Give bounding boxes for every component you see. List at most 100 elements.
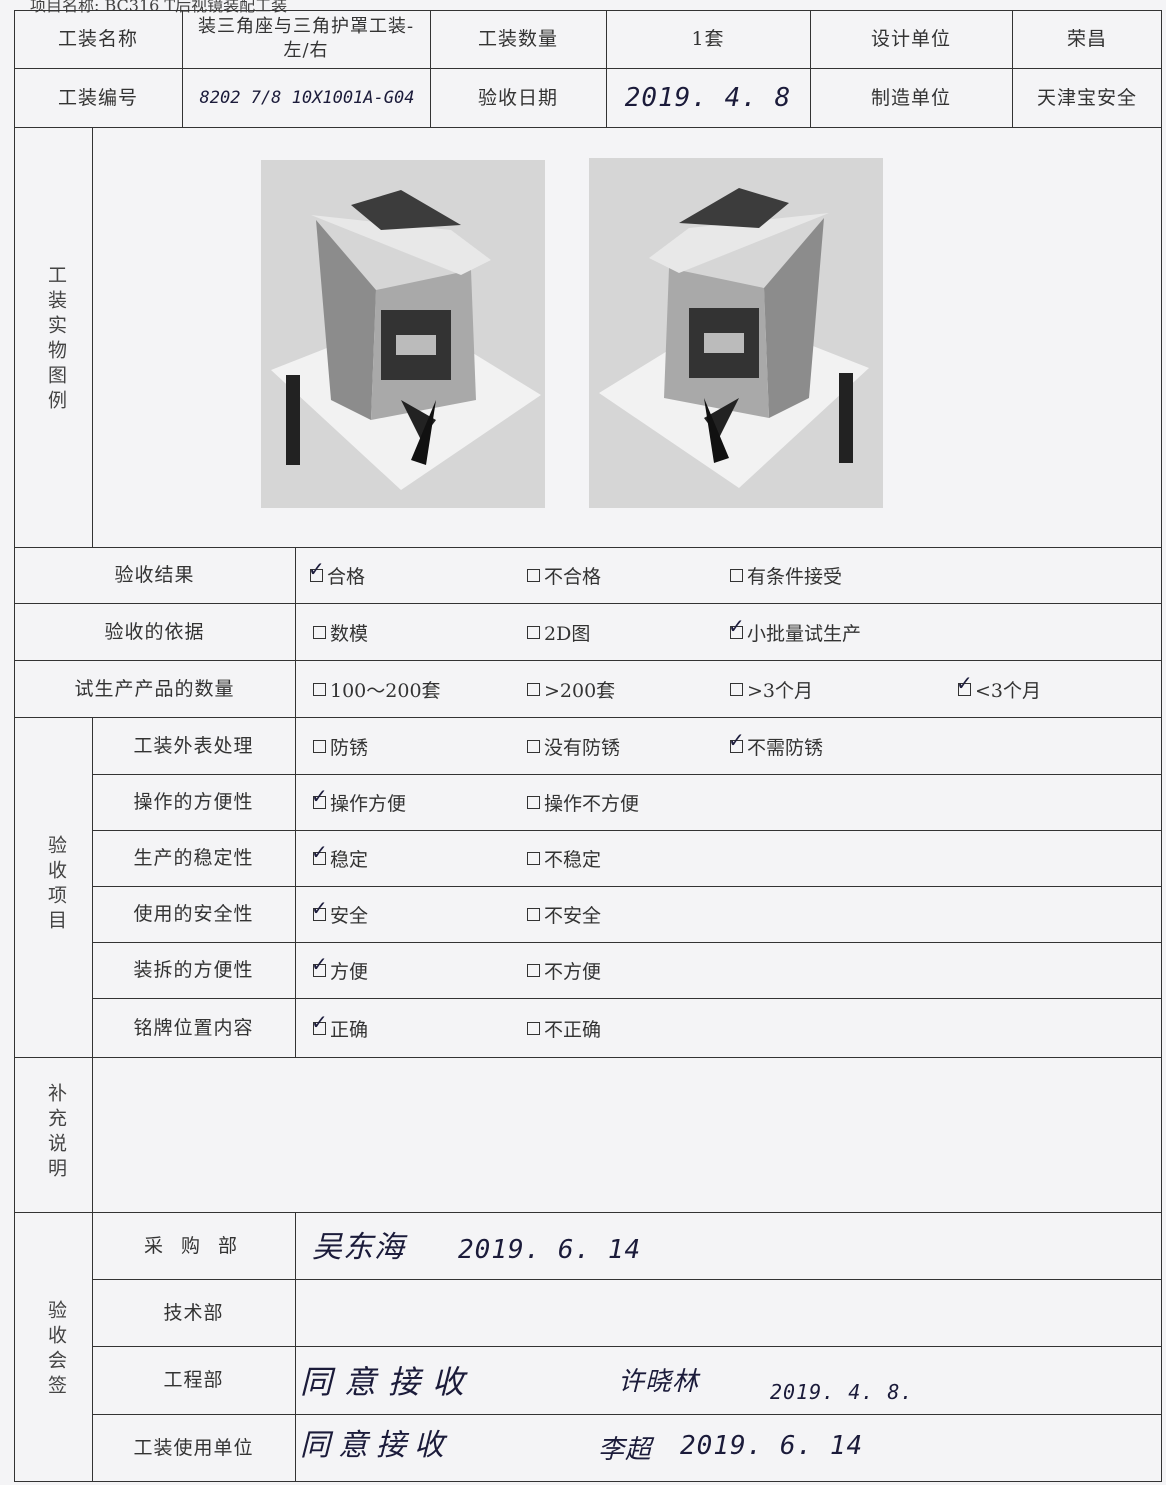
tool-name-label: 工装名称: [57, 28, 138, 50]
basis-model-text: 数模: [330, 622, 369, 645]
surface-not-needed[interactable]: 不需防锈: [728, 718, 824, 774]
surface-rust-text: 防锈: [330, 736, 369, 759]
basis-label: 验收的依据: [104, 620, 205, 643]
surface-no-rust-checkbox[interactable]: [527, 739, 540, 753]
fixture-photo-right: [589, 158, 883, 508]
supplement-field[interactable]: [96, 1060, 1158, 1208]
nameplate-correct-text: 正确: [330, 1018, 369, 1041]
qty-under-3-months[interactable]: <3个月: [956, 661, 1041, 717]
safety-safe[interactable]: 安全: [311, 886, 369, 942]
form-frame: [14, 10, 1162, 1482]
signoff-purchasing-date: 2019. 6. 14: [458, 1235, 642, 1265]
result-conditional-checkbox[interactable]: [730, 568, 743, 582]
basis-2d-checkbox[interactable]: [527, 625, 540, 639]
basis-2d[interactable]: 2D图: [527, 604, 590, 660]
result-fail[interactable]: 不合格: [527, 547, 601, 603]
item-safety-label: 使用的安全性: [133, 903, 254, 925]
surface-rust[interactable]: 防锈: [313, 718, 368, 774]
assembly-easy[interactable]: 方便: [311, 942, 369, 998]
assembly-hard-text: 不方便: [544, 960, 602, 983]
qty-over-3-months[interactable]: >3个月: [730, 661, 813, 717]
safety-safe-checkbox[interactable]: [311, 896, 328, 921]
tool-name-value: 装三角座与三角护罩工装-左/右: [197, 16, 415, 61]
item-stability-label: 生产的稳定性: [133, 847, 254, 869]
result-pass-checkbox[interactable]: [308, 557, 325, 582]
qty-100-200-text: 100～200套: [330, 679, 441, 702]
result-conditional[interactable]: 有条件接受: [730, 547, 842, 603]
result-label: 验收结果: [114, 564, 195, 586]
items-section-label: 验收项目: [45, 835, 67, 935]
safety-safe-text: 安全: [330, 904, 369, 927]
nameplate-correct-checkbox[interactable]: [311, 1010, 328, 1035]
qty-under-3-months-checkbox[interactable]: [956, 671, 973, 696]
nameplate-incorrect[interactable]: 不正确: [527, 1000, 601, 1056]
qty-over-200[interactable]: >200套: [527, 661, 615, 717]
signoff-technical-field[interactable]: [299, 1282, 1158, 1343]
qty-over-3-months-checkbox[interactable]: [730, 682, 743, 696]
operation-easy-checkbox[interactable]: [311, 784, 328, 809]
basis-model[interactable]: 数模: [313, 604, 368, 660]
operation-hard[interactable]: 操作不方便: [527, 774, 639, 830]
result-pass-text: 合格: [327, 565, 366, 588]
result-pass[interactable]: 合格: [308, 547, 366, 603]
assembly-easy-checkbox[interactable]: [311, 952, 328, 977]
stability-unstable-checkbox[interactable]: [527, 851, 540, 865]
assembly-hard[interactable]: 不方便: [527, 942, 601, 998]
surface-not-needed-checkbox[interactable]: [728, 728, 745, 753]
photo-section-label: 工装实物图例: [45, 265, 67, 415]
nameplate-incorrect-checkbox[interactable]: [527, 1021, 540, 1035]
assembly-hard-checkbox[interactable]: [527, 963, 540, 977]
nameplate-correct[interactable]: 正确: [311, 1000, 369, 1056]
project-line: 项目名称: BC316 T后视镜装配工装: [30, 0, 288, 15]
basis-trial-checkbox[interactable]: [728, 614, 745, 639]
stability-unstable-text: 不稳定: [544, 848, 602, 871]
item-operation-label: 操作的方便性: [133, 791, 254, 813]
maker-unit-value: 天津宝安全: [1036, 86, 1137, 109]
safety-unsafe-checkbox[interactable]: [527, 907, 540, 921]
basis-trial-text: 小批量试生产: [747, 622, 862, 645]
qty-over-200-checkbox[interactable]: [527, 682, 540, 696]
item-nameplate-label: 铭牌位置内容: [133, 1016, 254, 1039]
surface-not-needed-text: 不需防锈: [747, 736, 824, 759]
result-fail-checkbox[interactable]: [527, 568, 540, 582]
design-unit-label: 设计单位: [870, 28, 951, 50]
operation-hard-checkbox[interactable]: [527, 795, 540, 809]
nameplate-incorrect-text: 不正确: [544, 1018, 602, 1041]
signoff-user-note: 同意接收: [300, 1428, 452, 1463]
safety-unsafe-text: 不安全: [544, 904, 602, 927]
basis-2d-text: 2D图: [544, 622, 591, 645]
trial-qty-label: 试生产产品的数量: [74, 677, 235, 700]
signoff-engineering-date: 2019. 4. 8.: [770, 1380, 914, 1404]
qty-100-200-checkbox[interactable]: [313, 682, 326, 696]
safety-unsafe[interactable]: 不安全: [527, 886, 601, 942]
qty-over-3-months-text: >3个月: [747, 679, 814, 702]
operation-easy[interactable]: 操作方便: [311, 774, 406, 830]
stability-stable[interactable]: 稳定: [311, 830, 369, 886]
signoff-purchasing-signer: 吴东海: [312, 1230, 405, 1265]
result-fail-text: 不合格: [544, 565, 602, 588]
signoff-dept-engineering: 工程部: [163, 1369, 224, 1391]
result-conditional-text: 有条件接受: [747, 565, 843, 588]
maker-unit-label: 制造单位: [870, 86, 951, 109]
stability-stable-text: 稳定: [330, 848, 369, 871]
design-unit-value: 荣昌: [1066, 28, 1107, 50]
signoff-label: 验收会签: [45, 1300, 67, 1400]
item-surface-label: 工装外表处理: [133, 734, 254, 757]
assembly-easy-text: 方便: [330, 960, 369, 983]
stability-unstable[interactable]: 不稳定: [527, 830, 601, 886]
qty-100-200[interactable]: 100～200套: [313, 661, 441, 717]
signoff-dept-purchasing: 采 购 部: [143, 1234, 244, 1257]
basis-model-checkbox[interactable]: [313, 625, 326, 639]
basis-trial[interactable]: 小批量试生产: [728, 604, 862, 660]
surface-no-rust-text: 没有防锈: [544, 736, 621, 759]
surface-rust-checkbox[interactable]: [313, 739, 326, 753]
signoff-user-date: 2019. 6. 14: [680, 1431, 864, 1461]
signoff-user-signer: 李超: [598, 1435, 653, 1465]
stability-stable-checkbox[interactable]: [311, 840, 328, 865]
accept-date-label: 验收日期: [477, 86, 558, 109]
supplement-label: 补充说明: [45, 1082, 67, 1183]
operation-hard-text: 操作不方便: [544, 792, 640, 815]
tool-code-label: 工装编号: [57, 86, 138, 109]
signoff-dept-user: 工装使用单位: [133, 1437, 254, 1459]
surface-no-rust[interactable]: 没有防锈: [527, 718, 620, 774]
